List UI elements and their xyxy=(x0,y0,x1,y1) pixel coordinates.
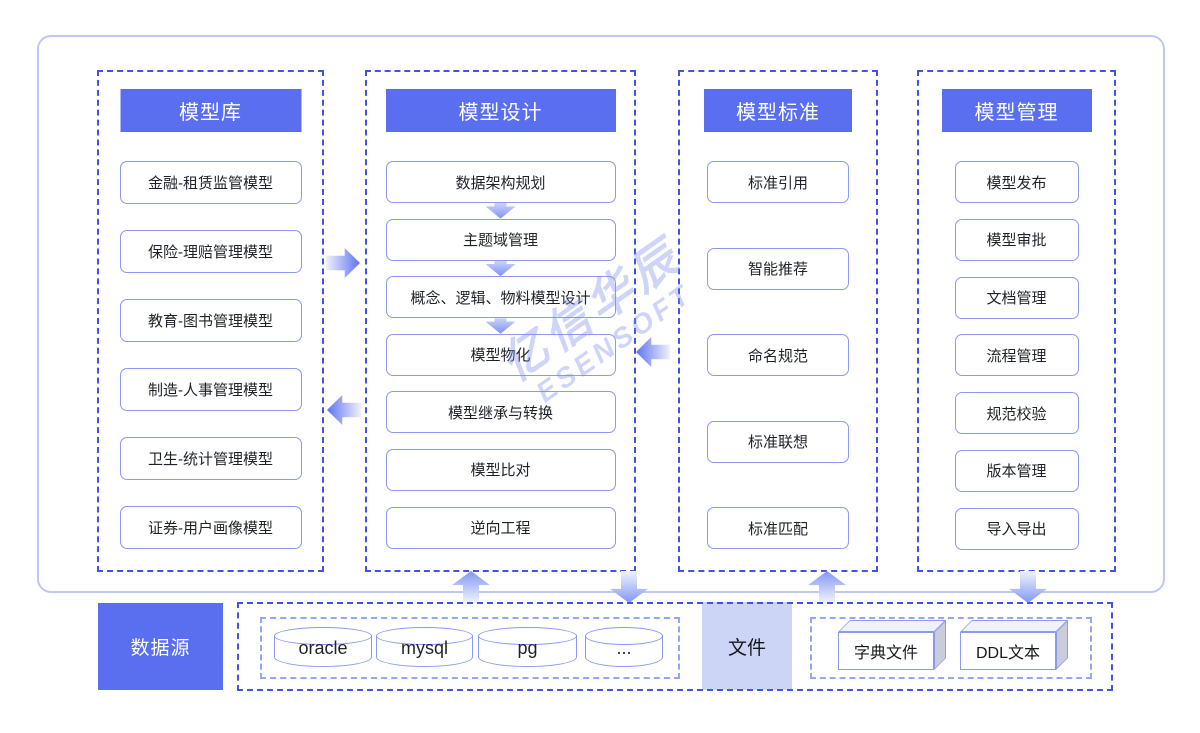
panel-header-model-standard: 模型标准 xyxy=(704,89,852,132)
model-item: 金融-租赁监管模型 xyxy=(119,161,302,204)
model-design-steps: 数据架构规划 主题域管理 概念、逻辑、物料模型设计 模型物化 模型继承与转换 模… xyxy=(367,161,634,549)
standard-item: 标准匹配 xyxy=(707,507,849,549)
management-item: 模型发布 xyxy=(954,161,1079,203)
file-box: 文件 xyxy=(702,602,792,690)
model-item: 卫生-统计管理模型 xyxy=(119,437,302,480)
flow-down-arrow-icon xyxy=(485,318,516,334)
design-step: 概念、逻辑、物料模型设计 xyxy=(385,276,616,319)
outer-frame xyxy=(37,35,1165,593)
management-item: 规范校验 xyxy=(954,392,1079,435)
panel-model-standard: 模型标准 标准引用 智能推荐 命名规范 标准联想 标准匹配 xyxy=(678,70,878,572)
artifact-label: 字典文件 xyxy=(838,632,934,670)
design-step: 模型比对 xyxy=(385,448,616,491)
panel-model-management: 模型管理 模型发布 模型审批 文档管理 流程管理 规范校验 版本管理 导入导出 xyxy=(917,70,1116,572)
panel-header-model-design: 模型设计 xyxy=(385,89,616,132)
artifact-label: DDL文本 xyxy=(960,632,1056,670)
artifact-box-ddl: DDL文本 xyxy=(960,620,1070,670)
database-cylinder-pg: pg xyxy=(478,627,577,667)
design-step: 逆向工程 xyxy=(385,506,616,549)
database-cylinder-more: ... xyxy=(585,627,663,667)
model-management-items: 模型发布 模型审批 文档管理 流程管理 规范校验 版本管理 导入导出 xyxy=(919,161,1114,550)
datasource-box: 数据源 xyxy=(98,603,223,690)
management-item: 文档管理 xyxy=(954,276,1079,319)
model-item: 制造-人事管理模型 xyxy=(119,368,302,411)
management-item: 模型审批 xyxy=(954,218,1079,261)
panel-model-design: 模型设计 数据架构规划 主题域管理 概念、逻辑、物料模型设计 模型物化 模型继承… xyxy=(365,70,636,572)
database-label: oracle xyxy=(298,638,348,658)
standard-item: 命名规范 xyxy=(707,334,849,376)
database-label: ... xyxy=(616,638,632,658)
model-library-items: 金融-租赁监管模型 保险-理赔管理模型 教育-图书管理模型 制造-人事管理模型 … xyxy=(99,161,322,549)
database-label: mysql xyxy=(400,638,448,658)
flow-down-arrow-icon xyxy=(485,260,516,277)
panel-header-model-management: 模型管理 xyxy=(941,89,1092,132)
database-cylinder-oracle: oracle xyxy=(274,627,372,667)
standard-item: 标准联想 xyxy=(707,420,849,463)
model-item: 证券-用户画像模型 xyxy=(119,506,302,549)
design-step: 数据架构规划 xyxy=(385,161,616,203)
panel-header-model-library: 模型库 xyxy=(120,89,301,132)
management-item: 版本管理 xyxy=(954,449,1079,492)
flow-down-arrow-icon xyxy=(485,203,516,219)
design-step: 模型继承与转换 xyxy=(385,391,616,434)
model-standard-items: 标准引用 智能推荐 命名规范 标准联想 标准匹配 xyxy=(680,161,876,549)
panel-model-library: 模型库 金融-租赁监管模型 保险-理赔管理模型 教育-图书管理模型 制造-人事管… xyxy=(97,70,324,572)
databases-container xyxy=(260,617,680,679)
box3d-top-face xyxy=(960,620,1068,632)
database-label: pg xyxy=(517,638,538,658)
model-item: 保险-理赔管理模型 xyxy=(119,230,302,273)
management-item: 导入导出 xyxy=(954,507,1079,550)
standard-item: 智能推荐 xyxy=(707,247,849,290)
design-step: 模型物化 xyxy=(385,333,616,376)
file-artifacts-container xyxy=(810,617,1092,679)
standard-item: 标准引用 xyxy=(707,161,849,203)
model-item: 教育-图书管理模型 xyxy=(119,299,302,342)
design-step: 主题域管理 xyxy=(385,218,616,261)
artifact-box-dictionary: 字典文件 xyxy=(838,620,948,670)
database-cylinder-mysql: mysql xyxy=(376,627,473,667)
box3d-top-face xyxy=(838,620,946,632)
management-item: 流程管理 xyxy=(954,334,1079,377)
